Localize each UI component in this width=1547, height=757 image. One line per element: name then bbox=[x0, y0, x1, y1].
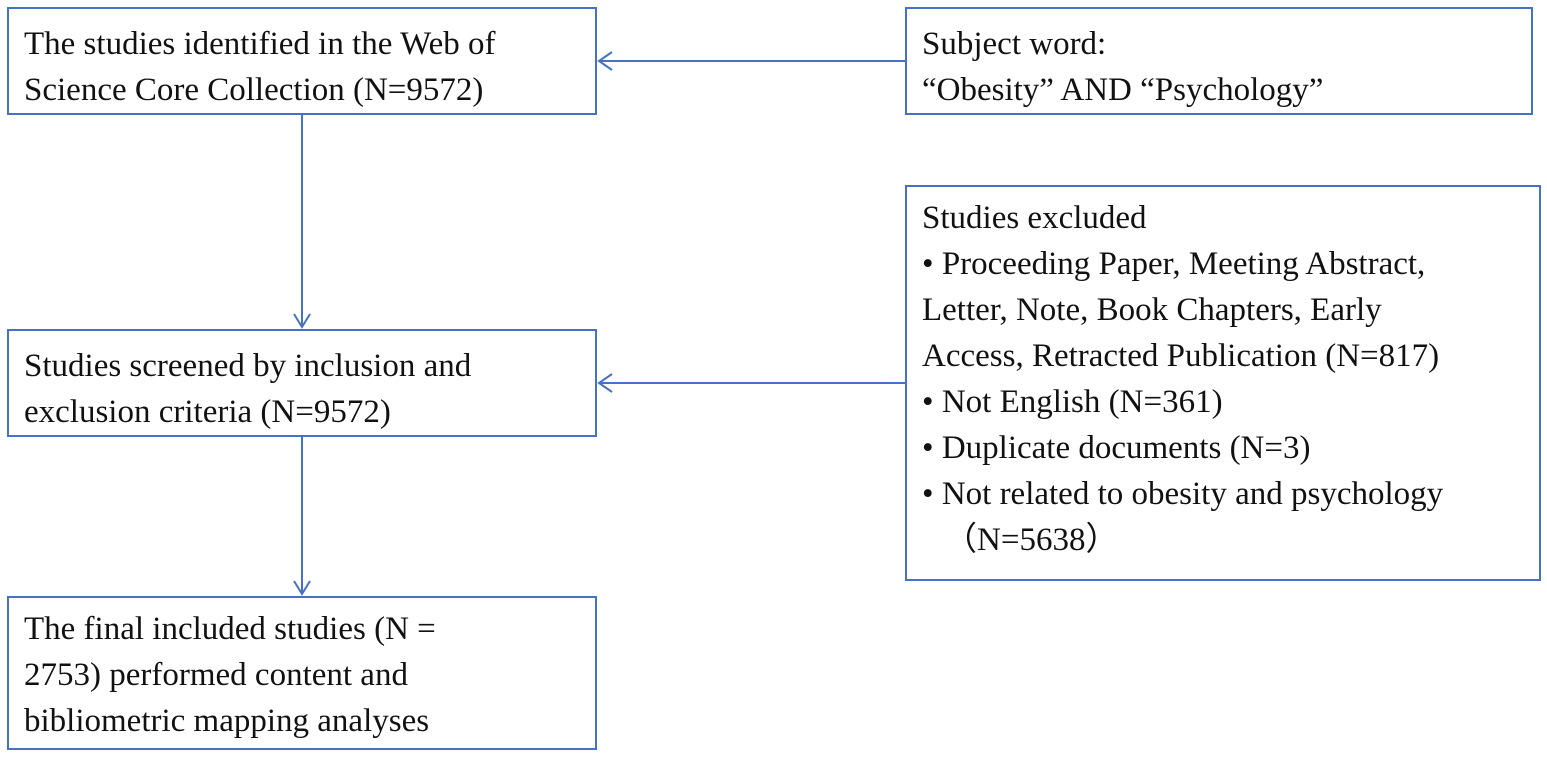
arrowhead-left-icon bbox=[597, 373, 613, 393]
arrowhead-left-icon bbox=[597, 51, 613, 71]
excluded-item-4-line-1: • Not related to obesity and psychology bbox=[922, 476, 1444, 512]
excluded-item-3: • Duplicate documents (N=3) bbox=[922, 430, 1311, 466]
bullet-glyph: • bbox=[922, 246, 934, 282]
final-line-1: The final included studies (N = bbox=[24, 611, 436, 647]
identified-studies-box: The studies identified in the Web of Sci… bbox=[7, 7, 597, 115]
final-line-2: 2753) performed content and bbox=[24, 657, 408, 693]
identified-line-1: The studies identified in the Web of bbox=[24, 26, 496, 62]
excluded-studies-box: Studies excluded • Proceeding Paper, Mee… bbox=[905, 185, 1541, 581]
final-included-box: The final included studies (N = 2753) pe… bbox=[7, 596, 597, 750]
screened-line-2: exclusion criteria (N=9572) bbox=[24, 394, 391, 430]
subject-line-2: “Obesity” AND “Psychology” bbox=[922, 72, 1324, 108]
excluded-title: Studies excluded bbox=[922, 200, 1147, 236]
final-line-3: bibliometric mapping analyses bbox=[24, 703, 430, 739]
identified-line-2: Science Core Collection (N=9572) bbox=[24, 72, 484, 108]
bullet-glyph: • bbox=[922, 430, 934, 466]
subject-line-1: Subject word: bbox=[922, 26, 1107, 62]
excluded-item-1-line-3: Access, Retracted Publication (N=817) bbox=[922, 338, 1440, 374]
screened-studies-box: Studies screened by inclusion and exclus… bbox=[7, 329, 597, 437]
arrowhead-down-icon bbox=[293, 313, 311, 329]
arrowhead-down-icon bbox=[293, 580, 311, 596]
excluded-item-4-line-2: （N=5638） bbox=[944, 522, 1119, 558]
excluded-item-1-line-1: • Proceeding Paper, Meeting Abstract, bbox=[922, 246, 1426, 282]
screened-line-1: Studies screened by inclusion and bbox=[24, 348, 472, 384]
bullet-glyph: • bbox=[922, 476, 934, 512]
subject-word-box: Subject word: “Obesity” AND “Psychology” bbox=[905, 7, 1533, 115]
bullet-glyph: • bbox=[922, 384, 934, 420]
excluded-item-1-line-2: Letter, Note, Book Chapters, Early bbox=[922, 292, 1382, 328]
excluded-item-2: • Not English (N=361) bbox=[922, 384, 1223, 420]
